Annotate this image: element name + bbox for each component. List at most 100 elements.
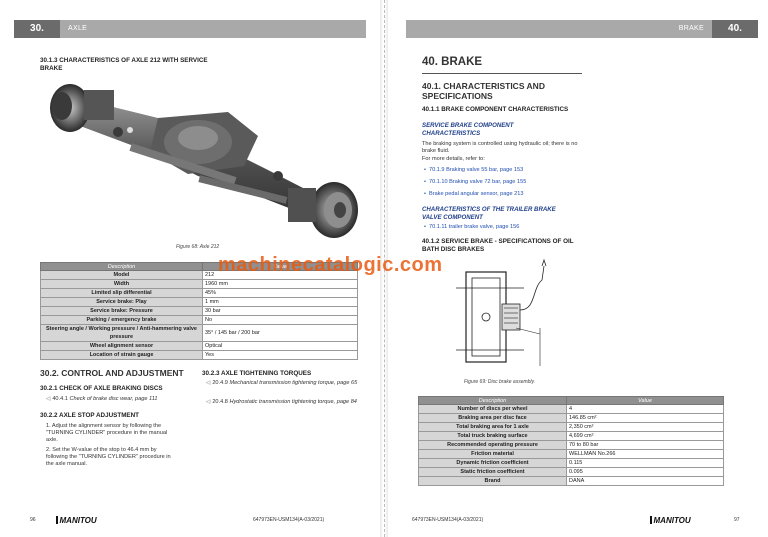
link-braking-valve-55[interactable]: 70.1.9 Braking valve 55 bar, page 153 <box>424 167 523 174</box>
right-header-title: BRAKE <box>678 25 704 32</box>
link-braking-valve-72[interactable]: 70.1.10 Braking valve 72 bar, page 155 <box>424 179 526 186</box>
characteristics-section-title: 40.1. CHARACTERISTICS AND SPECIFICATIONS <box>422 81 545 101</box>
table-cell: 45% <box>202 288 358 298</box>
logo-text: MANITOU <box>653 516 691 525</box>
chapter-rule <box>422 73 582 74</box>
table-cell: Service brake: Pressure <box>40 306 203 316</box>
table-cell: Parking / emergency brake <box>40 315 203 325</box>
ref-text: Mechanical transmission tightening torqu… <box>229 380 358 386</box>
table-cell: Limited slip differential <box>40 288 203 298</box>
table-cell: Wheel alignment sensor <box>40 341 203 351</box>
table-cell: Total braking area for 1 axle <box>418 422 567 432</box>
ref-text: Check of brake disc wear, page 111 <box>69 396 158 402</box>
axle-illustration <box>50 84 358 238</box>
service-brake-text: The braking system is controlled using h… <box>422 141 578 154</box>
service-brake-component-title: SERVICE BRAKE COMPONENT CHARACTERISTICS <box>422 122 514 137</box>
stop-step-1: 1. Adjust the alignment sensor by follow… <box>46 423 168 443</box>
check-discs-ref[interactable]: ◁40.4.1 Check of brake disc wear, page 1… <box>46 396 158 403</box>
left-header-bar: 30. AXLE <box>14 20 366 38</box>
table-cell: 0.115 <box>566 458 724 468</box>
more-details-text: For more details, refer to: <box>422 156 485 162</box>
brake-component-title: 40.1.1 BRAKE COMPONENT CHARACTERISTICS <box>422 106 569 113</box>
table-cell: No <box>202 315 358 325</box>
ref-text: Hydrostatic transmission tightening torq… <box>229 399 357 405</box>
torque-ref-2[interactable]: ◁20.4.8 Hydrostatic transmission tighten… <box>206 399 362 406</box>
table-cell: Dynamic friction coefficient <box>418 458 567 468</box>
right-manitou-logo: MANITOU <box>650 516 691 525</box>
table-cell: 4,699 cm² <box>566 431 724 441</box>
reference-arrow-icon: ◁ <box>206 380 211 386</box>
trailer-brake-title: CHARACTERISTICS OF THE TRAILER BRAKE VAL… <box>422 206 556 221</box>
table-cell: 146.85 cm² <box>566 413 724 423</box>
stop-adjustment-title: 30.2.2 AXLE STOP ADJUSTMENT <box>40 412 140 419</box>
brake-chapter-title: 40. BRAKE <box>422 56 483 68</box>
right-header-number: 40. <box>712 20 758 38</box>
brake-spec-table: Description Value Number of discs per wh… <box>418 396 724 486</box>
left-header-number: 30. <box>14 20 60 38</box>
left-page-number: 96 <box>30 517 36 523</box>
table-cell: 1960 mm <box>202 279 358 289</box>
right-page: BRAKE 40. 40. BRAKE 40.1. CHARACTERISTIC… <box>388 0 768 537</box>
table-cell: Location of strain gauge <box>40 350 203 360</box>
spine-fold-line <box>384 0 385 537</box>
table-cell: 35° / 145 bar / 200 bar <box>202 324 358 342</box>
table-cell: Recommended operating pressure <box>418 440 567 450</box>
table-cell: Number of discs per wheel <box>418 404 567 414</box>
left-manitou-logo: MANITOU <box>56 516 97 525</box>
table-cell: 4 <box>566 404 724 414</box>
brake-table-col-value: Value <box>566 396 724 405</box>
table-cell: Friction material <box>418 449 567 459</box>
table-cell: Brand <box>418 476 567 486</box>
table-cell: Model <box>40 270 203 280</box>
table-cell: Service brake: Play <box>40 297 203 307</box>
left-page: 30. AXLE 30.1.3 CHARACTERISTICS OF AXLE … <box>0 0 380 537</box>
table-cell: WELLMAN No.266 <box>566 449 724 459</box>
link-brake-pedal-sensor[interactable]: Brake pedal angular sensor, page 213 <box>424 191 524 198</box>
disc-brake-diagram <box>456 258 547 366</box>
table-cell: Braking area per disc face <box>418 413 567 423</box>
logo-text: MANITOU <box>59 516 97 525</box>
table-cell: DANA <box>566 476 724 486</box>
right-header-bar: BRAKE 40. <box>406 20 758 38</box>
watermark-text: machinecatalogic.com <box>218 254 443 276</box>
table-cell: 1 mm <box>202 297 358 307</box>
table-cell: Total truck braking surface <box>418 431 567 441</box>
reference-arrow-icon: ◁ <box>46 396 51 402</box>
ref-number: 20.4.9 <box>212 380 228 386</box>
ref-number: 40.4.1 <box>52 396 68 402</box>
table-cell: Optical <box>202 341 358 351</box>
table-cell: Steering angle / Working pressure / Anti… <box>40 324 203 342</box>
torque-ref-1[interactable]: ◁20.4.9 Mechanical transmission tighteni… <box>206 380 362 387</box>
ref-number: 20.4.8 <box>212 399 228 405</box>
table-cell: Static friction coefficient <box>418 467 567 477</box>
axle-table-col-description: Description <box>40 262 203 271</box>
right-page-number: 97 <box>734 517 740 523</box>
table-cell: 0.095 <box>566 467 724 477</box>
brake-table-col-description: Description <box>418 396 567 405</box>
left-header-title: AXLE <box>68 25 88 32</box>
left-doc-reference: 647973EN-USM134(A-03/2021) <box>253 517 325 523</box>
control-adjustment-title: 30.2. CONTROL AND ADJUSTMENT <box>40 368 184 378</box>
table-cell: 2,350 cm² <box>566 422 724 432</box>
oil-bath-disc-title: 40.1.2 SERVICE BRAKE - SPECIFICATIONS OF… <box>422 238 574 253</box>
axle-figure-caption: Figure 68: Axle 212 <box>176 244 220 250</box>
link-trailer-brake-valve[interactable]: 70.1.11 trailer brake valve, page 156 <box>424 224 519 231</box>
table-cell: 30 bar <box>202 306 358 316</box>
table-cell: 70 to 80 bar <box>566 440 724 450</box>
stop-step-2: 2. Set the W-value of the stop to 46.4 m… <box>46 447 171 467</box>
